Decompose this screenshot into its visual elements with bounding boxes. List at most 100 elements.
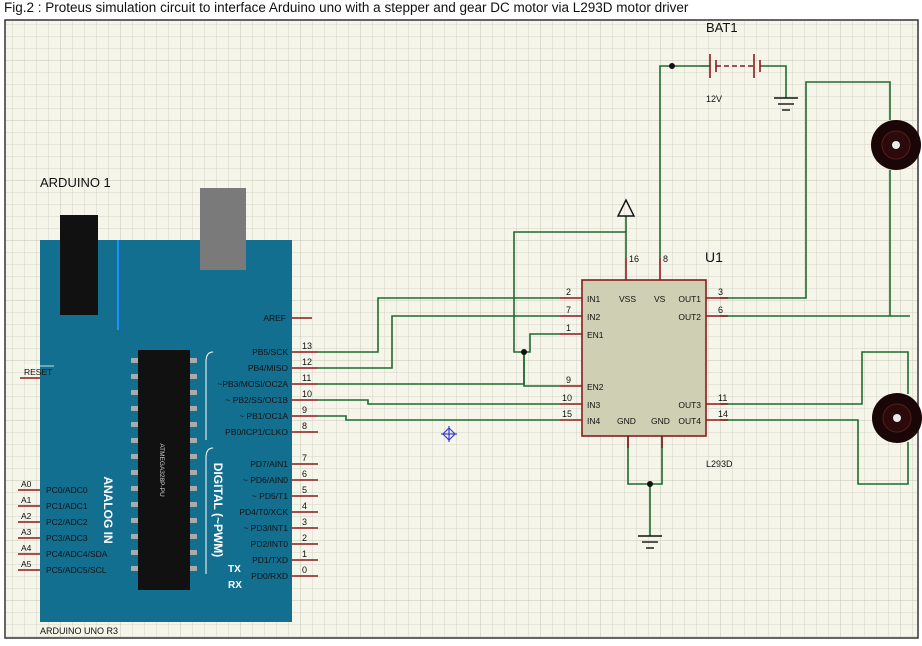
pin-num: 13 [302,341,312,351]
battery-symbol[interactable]: BAT1 12V [700,20,761,104]
origin-marker-icon [441,426,457,442]
pin-label: ~ PB1/OC1A [239,411,288,421]
driver-pin-label: IN4 [587,416,601,426]
analog-pin-num: A4 [21,543,32,553]
power-jack [60,215,98,315]
driver-pin-label: IN3 [587,400,601,410]
pin-num: 12 [302,357,312,367]
analog-pin-num: A0 [21,479,32,489]
digital-pin-group-low [292,463,318,577]
ground-icon [638,535,662,549]
analog-pin-label: PC2/ADC2 [46,517,88,527]
pin-label: ~ PB2/SS/OC1B [225,395,288,405]
driver-pin-label: OUT3 [678,400,701,410]
junction-dot [647,481,653,487]
gnd-label: GND [651,416,670,426]
arduino-board[interactable]: ARDUINO 1 ATMEGA328P-PU [18,175,318,636]
digital-pin-group-high [292,351,318,433]
pin-num: 9 [302,405,307,415]
chip-legs-left [131,358,138,571]
pin-label: PD4/T0/XCK [239,507,288,517]
pin-num: 1 [302,549,307,559]
driver-pin-num: 6 [718,305,723,315]
driver-pin-label: OUT2 [678,312,701,322]
vcc-arrow-icon [616,198,636,217]
driver-pin-label: IN1 [587,294,601,304]
wires [318,65,910,536]
driver-pin-label: IN2 [587,312,601,322]
chip-legs-right [190,358,197,571]
battery-voltage: 12V [706,94,722,104]
chip-label: ATMEGA328P-PU [158,443,165,497]
pin-label: ~ PD3/INT1 [243,523,288,533]
driver-pin-num: 9 [566,375,571,385]
arduino-title: ARDUINO 1 [40,175,111,190]
pin-num: 10 [302,389,312,399]
driver-pin-num: 1 [566,323,571,333]
driver-pin-num: 14 [718,409,728,419]
driver-pin-num: 7 [566,305,571,315]
pin-num: 6 [302,469,307,479]
l293d-driver[interactable]: U1 16 8 2 7 1 9 10 15 IN1 IN2 EN1 EN2 IN… [560,249,733,469]
analog-section-title: ANALOG IN [101,476,115,543]
dc-motor-2[interactable] [872,386,922,456]
analog-pin-label: PC3/ADC3 [46,533,88,543]
pin-num: 3 [302,517,307,527]
driver-pin-label: EN1 [587,330,604,340]
pin-num: 2 [302,533,307,543]
driver-body [581,279,707,437]
pin-label: PB4/MISO [248,363,289,373]
driver-pin-num: 15 [562,409,572,419]
driver-pin-label: EN2 [587,382,604,392]
pin-num: 4 [302,501,307,511]
analog-pin-label: PC0/ADC0 [46,485,88,495]
rx-label: RX [228,580,242,591]
aref-label: AREF [263,313,286,323]
analog-pin-label: PC1/ADC1 [46,501,88,511]
tx-label: TX [228,564,241,575]
driver-top-pin-num: 16 [629,254,639,264]
analog-pin-lines [18,489,40,571]
analog-pin-num: A2 [21,511,32,521]
analog-pin-num: A5 [21,559,32,569]
vs-label: VS [654,294,666,304]
pin-num: 11 [302,373,311,383]
pin-label: ~ PD5/T1 [252,491,288,501]
pin-label: PB0/ICP1/CLKO [225,427,288,437]
driver-pin-num: 10 [562,393,572,403]
analog-pin-num: A1 [21,495,32,505]
pin-label: PD1/TXD [252,555,288,565]
analog-pin-label: PC4/ADC4/SDA [46,549,108,559]
dc-motor-1[interactable] [871,112,921,178]
junction-dot [521,349,527,355]
pin-label: PD7/AIN1 [250,459,288,469]
driver-ref: U1 [705,249,723,265]
digital-bracket [205,351,214,574]
digital-section-title: DIGITAL (~PWM) [211,463,225,558]
driver-pin-label: OUT4 [678,416,701,426]
pin-label: PB5/SCK [252,347,288,357]
pin-num: 7 [302,453,307,463]
gnd-label: GND [617,416,636,426]
microcontroller-chip [138,350,190,590]
driver-pin-num: 3 [718,287,723,297]
junction-dot [669,63,675,69]
driver-top-pin-num: 8 [663,254,668,264]
driver-part: L293D [706,459,733,469]
battery-ref: BAT1 [706,20,738,35]
pin-label: ~PB3/MOSI/OC2A [217,379,288,389]
pin-num: 8 [302,421,307,431]
usb-connector [200,188,246,270]
pin-num: 5 [302,485,307,495]
reset-label: RESET [24,367,52,377]
pin-num: 0 [302,565,307,575]
pin-label: PD0/RXD [251,571,288,581]
driver-pin-num: 2 [566,287,571,297]
vss-label: VSS [619,294,636,304]
driver-pin-num: 11 [718,393,727,403]
figure-caption: Fig.2 : Proteus simulation circuit to in… [4,0,689,15]
arduino-model: ARDUINO UNO R3 [40,626,118,636]
analog-pin-label: PC5/ADC5/SCL [46,565,107,575]
pin-label: PD2/INT0 [251,539,289,549]
